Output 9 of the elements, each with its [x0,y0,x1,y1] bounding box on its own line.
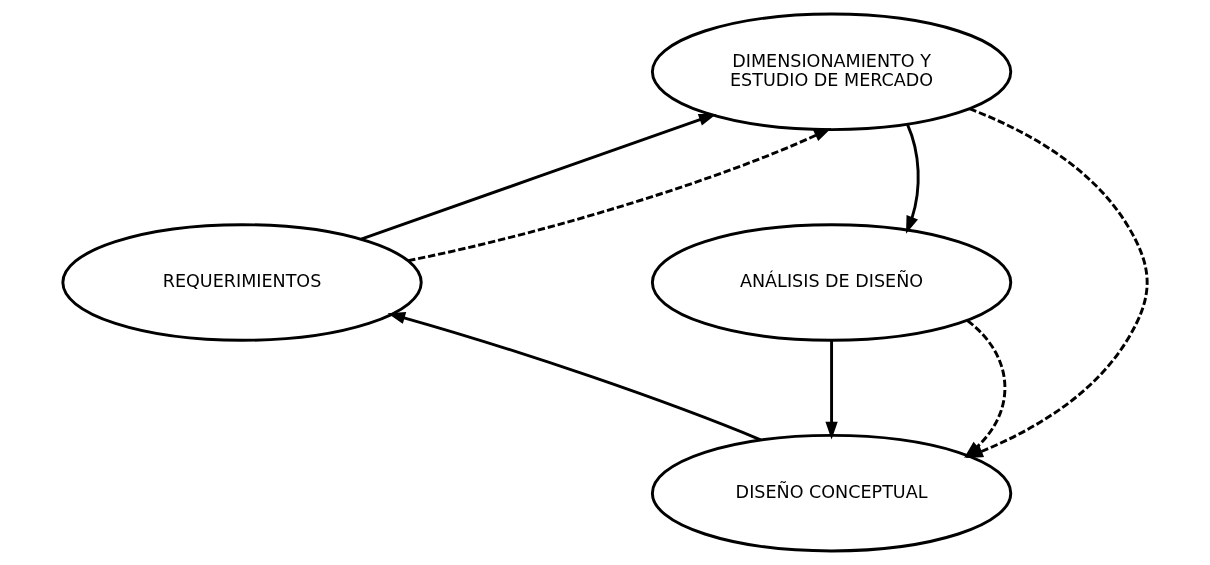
arrow [825,340,838,440]
node-ellipse: ANÁLISIS DE DISEÑO [650,223,1013,342]
node-ellipse: DISEÑO CONCEPTUAL [650,433,1013,553]
arrow [360,113,717,241]
node-ellipse: REQUERIMIENTOS [61,223,423,342]
arrow [906,124,920,234]
node-ellipse: DIMENSIONAMIENTO Y ESTUDIO DE MERCADO [650,12,1013,132]
arrow [387,312,762,442]
arrow [407,127,832,263]
